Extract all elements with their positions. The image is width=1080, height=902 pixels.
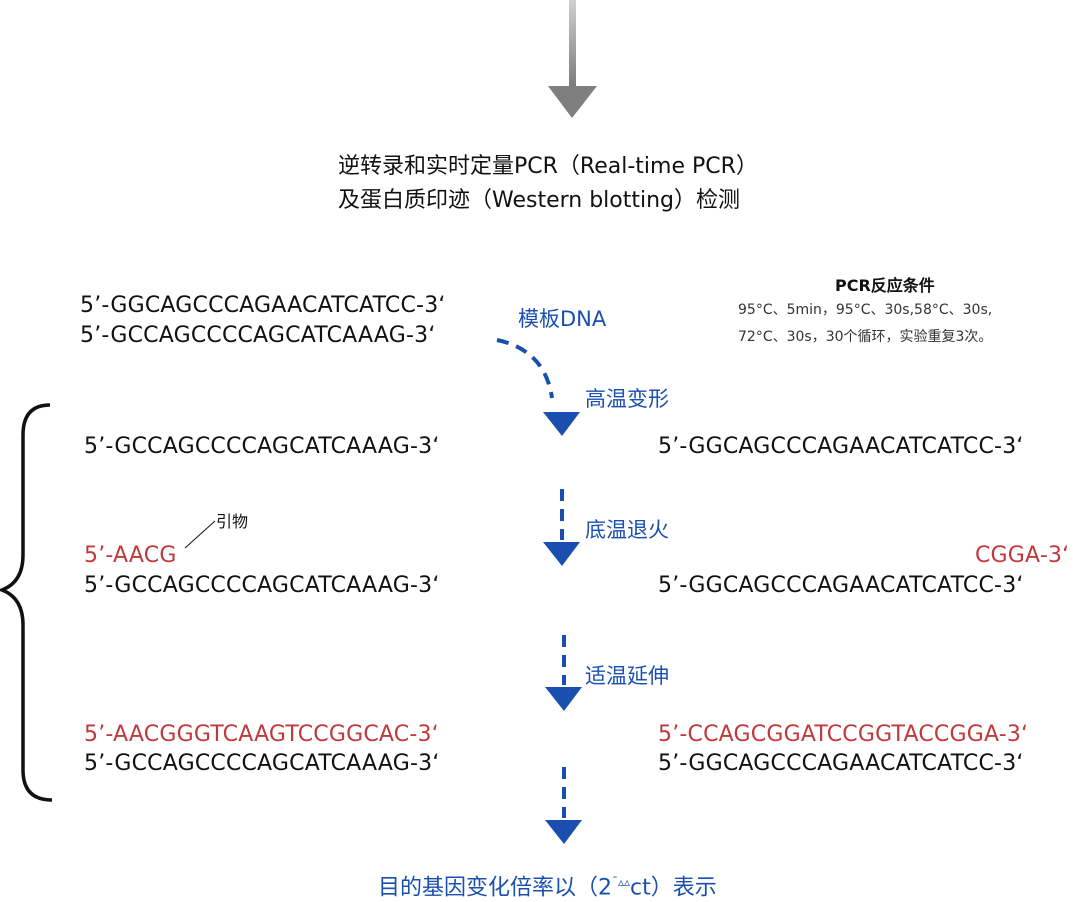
denature-right-strand: 5’-GGCAGCCCAGAACATCATCC-3‘ [658,434,1024,459]
conditions-line-1: 95°C、5min，95°C、30s,58°C、30s, [738,302,993,318]
primer-label: 引物 [216,512,249,531]
denature-left-strand: 5’-GCCAGCCCCAGCATCAAAG-3‘ [84,434,440,459]
cycle-brace [0,403,53,802]
anneal-left-strand: 5’-GCCAGCCCCAGCATCAAAG-3‘ [84,573,440,598]
template-strand-2: 5’-GCCAGCCCCAGCATCAAAG-3‘ [80,323,436,348]
extend-left-new-strand: 5’-AACGGGTCAAGTCCGGCAC-3‘ [84,722,439,747]
result-arrow [545,767,582,844]
conditions-title: PCR反应条件 [835,276,935,295]
primer-callout-line [184,520,216,549]
conditions-line-2: 72°C、30s，30个循环，实验重复3次。 [738,329,993,345]
anneal-right-strand: 5’-GGCAGCCCAGAACATCATCC-3‘ [658,573,1024,598]
result-caption-part-b: ct）表示 [630,875,717,901]
result-caption-part-a: 目的基因变化倍率以（2 [378,875,612,901]
extend-left-strand: 5’-GCCAGCCCCAGCATCAAAG-3‘ [84,751,440,776]
template-strand-1: 5’-GGCAGCCCAGAACATCATCC-3‘ [80,293,446,318]
header-line-2: 及蛋白质印迹（Western blotting）检测 [338,188,741,213]
extend-right-new-strand: 5’-CCAGCGGATCCGGTACCGGA-3‘ [658,722,1029,747]
template-label: 模板DNA [518,307,607,331]
step-anneal-label: 底温退火 [585,518,669,542]
result-caption: 目的基因变化倍率以（2¯▵▵ct）表示 [378,868,717,902]
step-denature-label: 高温变形 [585,387,669,411]
header-line-1: 逆转录和实时定量PCR（Real-time PCR） [338,154,758,179]
denature-arrow [496,338,580,436]
anneal-arrow [543,489,580,566]
extend-arrow [545,635,582,711]
anneal-left-primer: 5’-AACG [84,543,177,568]
anneal-right-primer: CGGA-3‘ [975,543,1070,568]
extend-right-strand: 5’-GGCAGCCCAGAACATCATCC-3‘ [658,751,1024,776]
step-extend-label: 适温延伸 [585,664,669,688]
top-gray-arrow [548,0,597,118]
result-caption-superscript: ¯▵▵ [612,875,631,889]
